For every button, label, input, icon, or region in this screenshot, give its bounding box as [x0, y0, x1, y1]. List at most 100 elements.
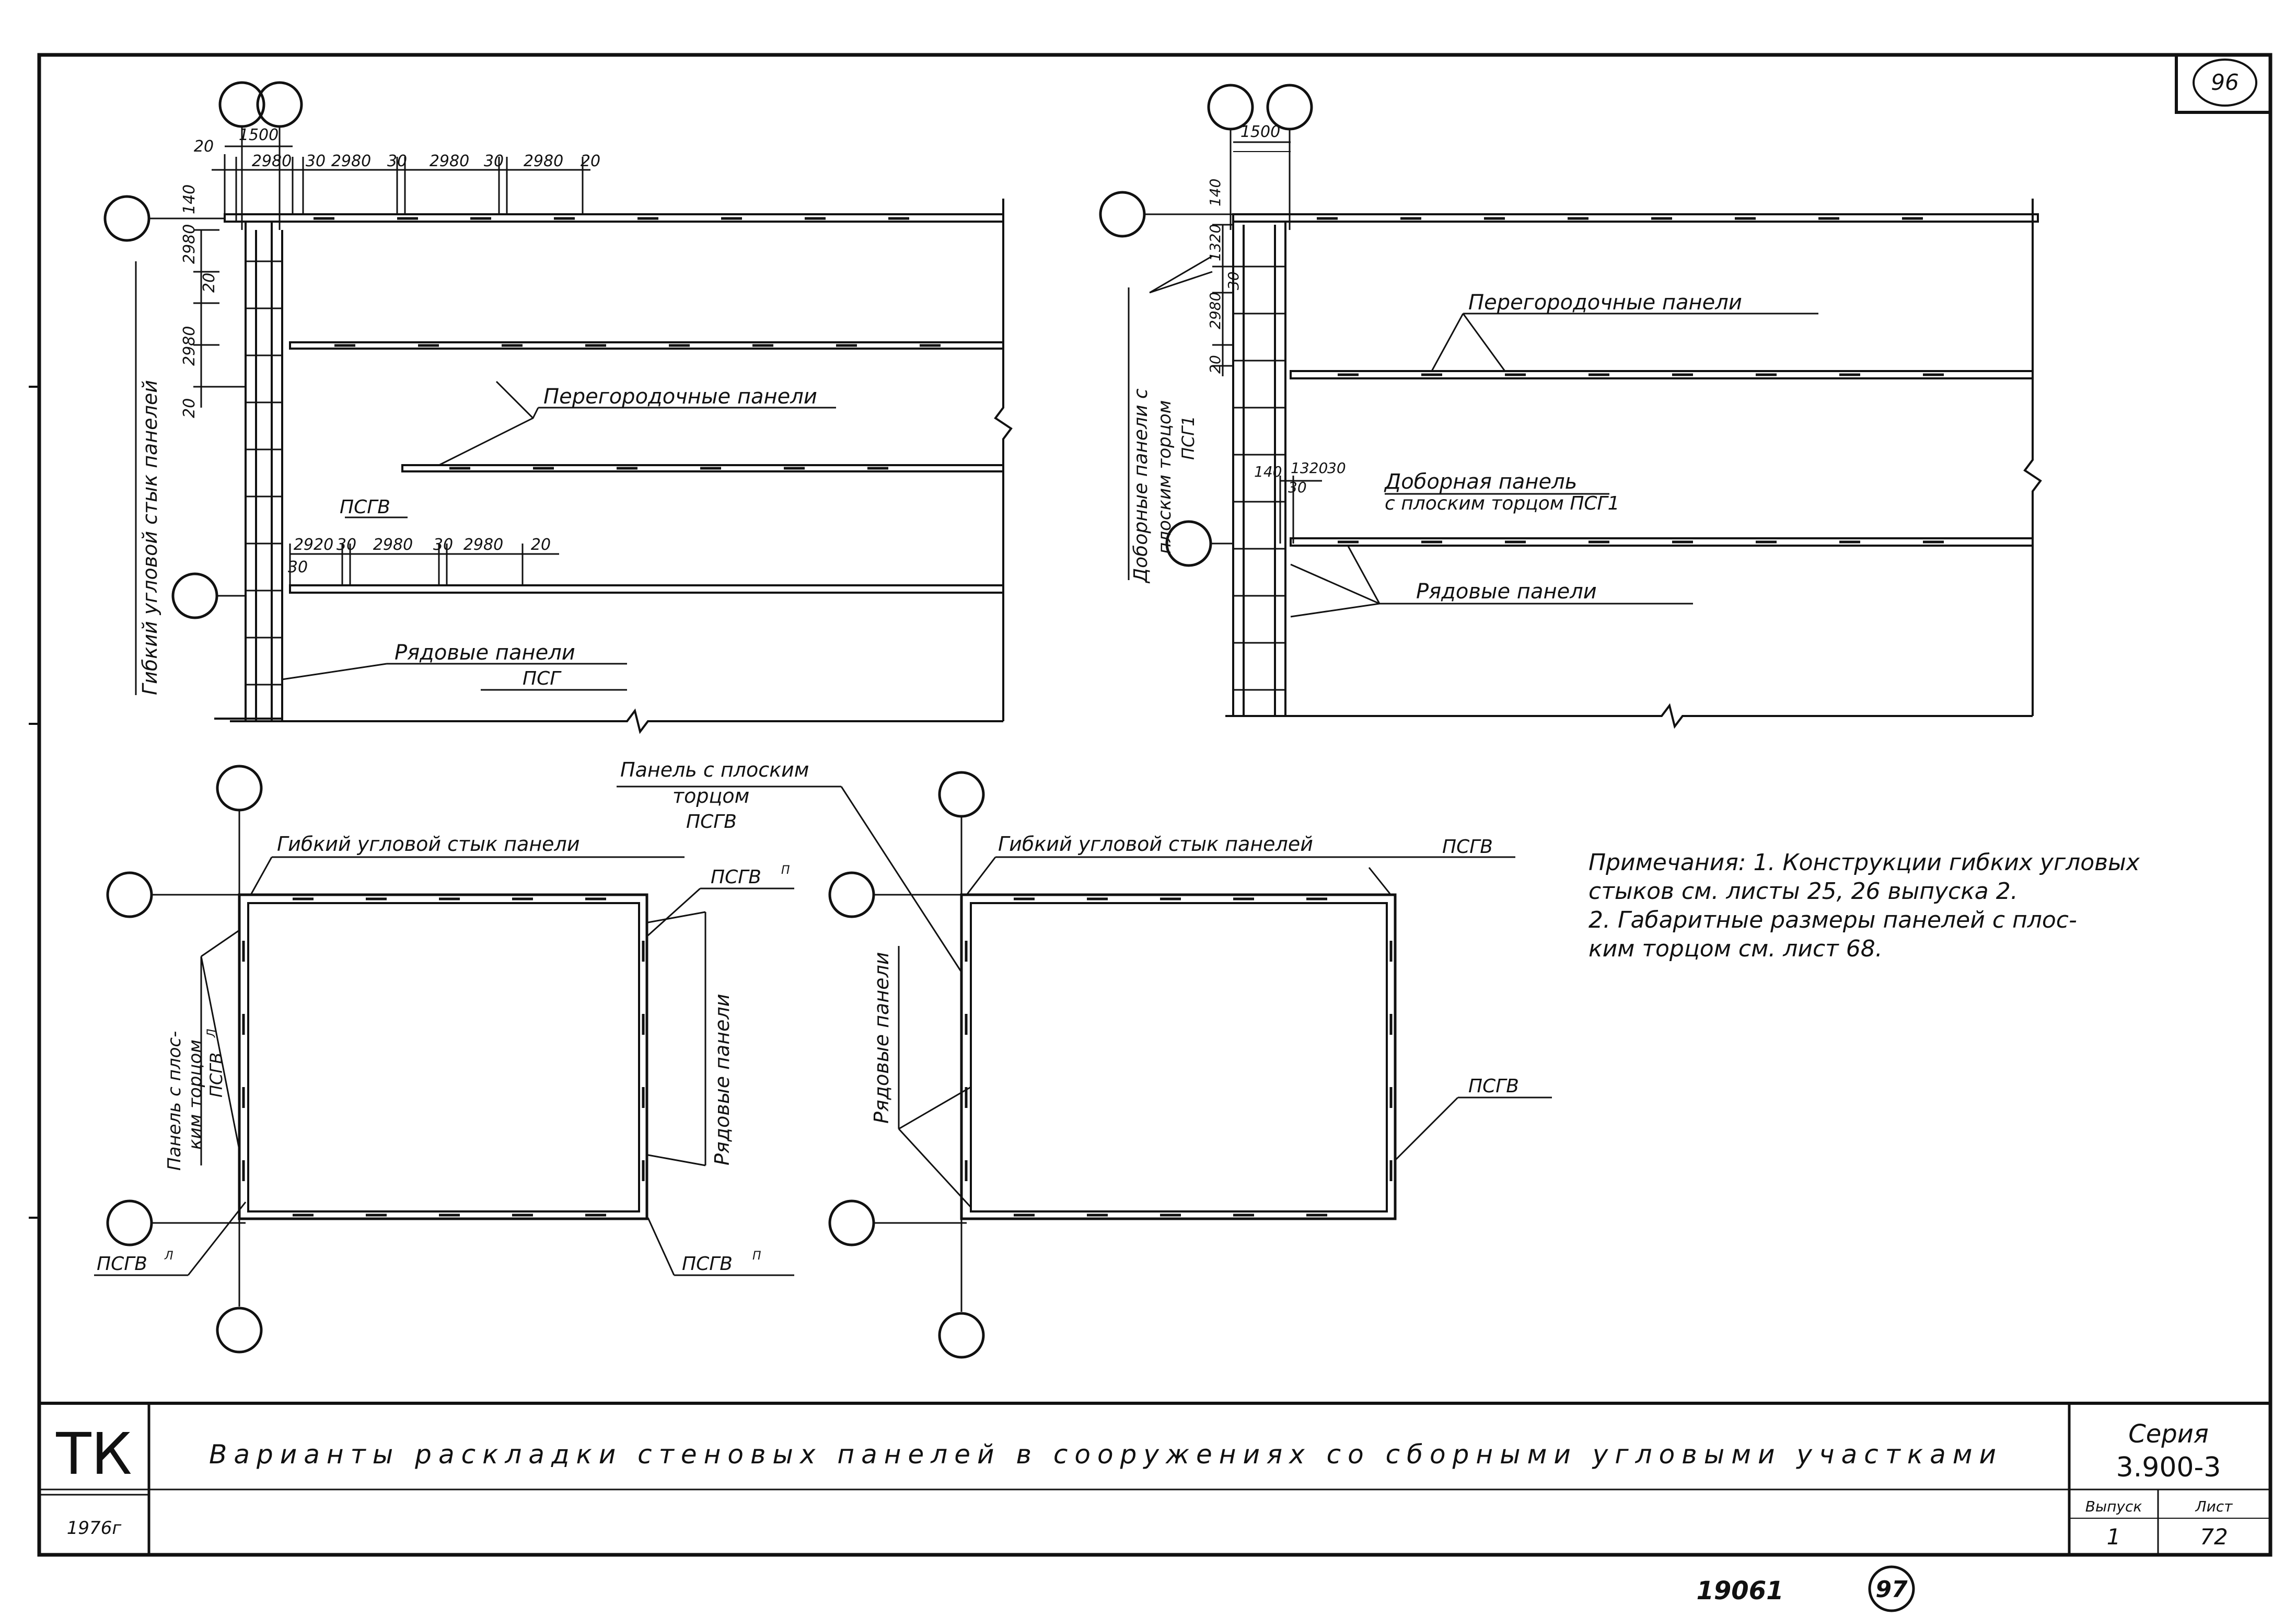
axis-bubble: [106, 1199, 153, 1246]
axis-bubble: [216, 1307, 263, 1354]
ordinary-panels-label: Рядовые панели: [1416, 580, 1597, 604]
note-line: Примечания: 1. Конструкции гибких угловы…: [1588, 849, 2140, 876]
dim-label: 30: [306, 152, 326, 170]
dim-label: 30: [433, 536, 453, 554]
dim-label: 2980: [463, 536, 503, 554]
stamp-year: 1976г: [67, 1518, 122, 1539]
dim-label: 2980: [1207, 292, 1224, 329]
corner-joint-label: Гибкий угловой стык панели: [277, 833, 580, 856]
sheet-value: 72: [2200, 1524, 2228, 1550]
panel-code-label: ПСГВ: [206, 1053, 226, 1098]
panel-code-label: ПСГВ: [1468, 1076, 1519, 1097]
axis-bubble: [938, 1312, 985, 1359]
dim-label: 20: [194, 137, 214, 156]
series-value: 3.900-3: [2116, 1452, 2221, 1483]
panel-code-label: ПСГВ: [686, 811, 737, 833]
corner-joint-label: Гибкий угловой стык панелей: [138, 380, 161, 695]
issue-label: Выпуск: [2085, 1498, 2142, 1515]
dim-label: 2980: [180, 224, 199, 264]
panel-code-label: ПСГ: [523, 668, 562, 689]
dim-label: 2980: [524, 152, 563, 170]
note-line: 2. Габаритные размеры панелей с плос-: [1588, 907, 2077, 933]
axis-bubble: [106, 871, 153, 918]
elevation-right: [1099, 84, 2042, 729]
note-line: ким торцом см. лист 68.: [1588, 935, 1883, 962]
dim-label: 140: [1207, 179, 1224, 206]
dim-label: 20: [1207, 355, 1224, 374]
axis-bubble: [216, 765, 263, 812]
flat-end-panel-label: Панель с плоским: [620, 758, 809, 781]
stamp-logo: ТК: [55, 1420, 132, 1487]
issue-value: 1: [2107, 1524, 2121, 1550]
dim-label: 2980: [430, 152, 469, 170]
notes-block: Примечания: 1. Конструкции гибких угловы…: [1588, 849, 2140, 962]
page-number-bottom: 97: [1875, 1576, 1908, 1603]
partition-panels-label: Перегородочные панели: [543, 385, 817, 409]
filler-panels-label: плоским торцом: [1154, 400, 1175, 554]
ordinary-panels-label: Рядовые панели: [711, 994, 734, 1166]
axis-bubble: [828, 871, 875, 918]
dim-label: 1500: [239, 126, 279, 144]
page-number-circle: [1868, 1565, 1915, 1612]
sheet-title: Варианты раскладки стеновых панелей в со…: [209, 1439, 1996, 1470]
dim-label: 2980: [373, 536, 413, 554]
flat-end-panel-label: торцом: [672, 784, 749, 807]
partition-panels-label: Перегородочные панели: [1468, 291, 1742, 315]
plan-right: [617, 771, 1552, 1359]
panel-code-label: ПСГВ: [711, 867, 761, 888]
filler-panels-label: Доборные панели с: [1130, 388, 1152, 584]
page-number-ring: [2193, 59, 2257, 107]
archive-number: 19061: [1697, 1576, 1784, 1606]
dim-label: 30: [387, 152, 407, 170]
dim-label: 20: [531, 536, 551, 554]
axis-bubble: [103, 195, 150, 242]
note-line: стыков см. листы 25, 26 выпуска 2.: [1588, 878, 2018, 905]
dim-label: 2920: [294, 536, 333, 554]
dim-label: 30: [484, 152, 504, 170]
dim-label: 1320: [1291, 459, 1328, 477]
sheet-frame: [29, 53, 2272, 1557]
corner-joint-label: Гибкий угловой стык панелей: [998, 833, 1313, 856]
series-label: Серия: [2128, 1419, 2209, 1449]
panel-code-label: ПСГВ: [97, 1253, 147, 1275]
dim-label: 20: [581, 152, 600, 170]
dim-label: 1500: [1240, 123, 1280, 141]
dim-label: 2980: [180, 326, 199, 366]
axis-bubble: [938, 771, 985, 818]
dim-label: 140: [1254, 463, 1282, 480]
elevation-left: [103, 81, 1013, 734]
dim-label: 30: [1225, 271, 1242, 290]
panel-code-suffix: Л: [205, 1029, 218, 1038]
panel-code-label: ПСГВ: [682, 1253, 733, 1275]
panel-code-label: ПСГВ: [340, 496, 390, 518]
flat-end-panel-label: Панель с плос-: [164, 1031, 185, 1171]
dim-label: 20: [180, 398, 199, 418]
dim-label: 1320: [1207, 224, 1224, 261]
sheet-label: Лист: [2195, 1498, 2233, 1515]
dim-label: 2980: [252, 152, 292, 170]
axis-bubble: [828, 1199, 875, 1246]
ordinary-panels-label: Рядовые панели: [870, 952, 893, 1124]
panel-code-label: ПСГ1: [1178, 415, 1198, 460]
panel-code-suffix: Л: [164, 1250, 173, 1263]
page-number-top: 96: [2211, 70, 2239, 95]
panel-code-label: ПСГВ: [1442, 836, 1493, 858]
dim-label: 30: [288, 558, 308, 576]
panel-code-suffix: П: [781, 864, 790, 877]
filler-panel-label: Доборная панель: [1384, 470, 1577, 494]
dim-label: 20: [200, 273, 218, 293]
axis-bubble: [171, 572, 218, 619]
filler-panel-label: с плоским торцом ПСГ1: [1385, 493, 1620, 514]
dim-label: 30: [337, 536, 356, 554]
dim-label: 2980: [331, 152, 371, 170]
plan-left: [94, 765, 794, 1354]
dim-label: 140: [180, 184, 199, 214]
flat-end-panel-label: ким торцом: [185, 1040, 206, 1150]
axis-bubble: [1099, 191, 1146, 238]
dim-label: 30: [1327, 459, 1346, 477]
ordinary-panels-label: Рядовые панели: [395, 641, 575, 665]
dim-label: 30: [1288, 479, 1307, 496]
panel-code-suffix: П: [752, 1250, 761, 1263]
